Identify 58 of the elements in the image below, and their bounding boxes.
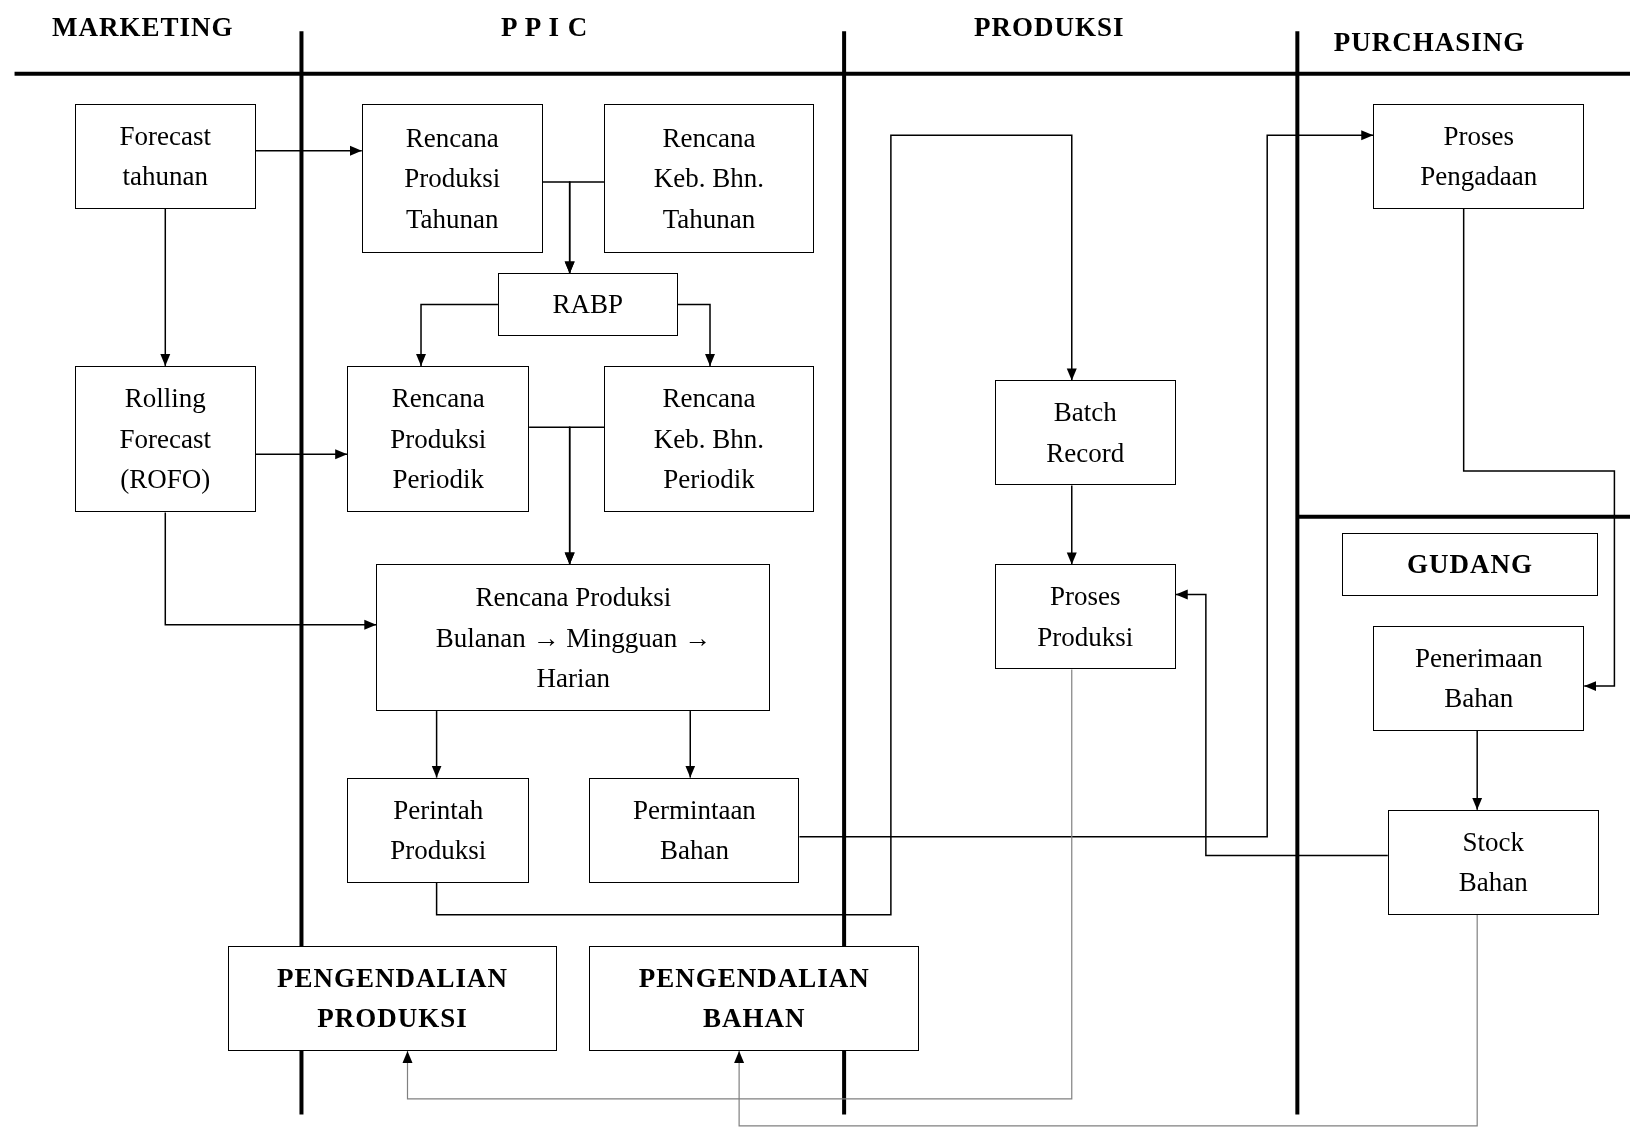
process-box (347, 777, 530, 883)
connector-arrow (435, 134, 1077, 916)
box-label: Rencana Produksi Tahunan (403, 121, 502, 236)
connector-arrow (1472, 730, 1483, 811)
process-box (361, 103, 543, 253)
box-label: GUDANG (1406, 548, 1533, 582)
process-box (994, 380, 1176, 486)
process-box (603, 365, 814, 513)
lane-heading: MARKETING (51, 12, 234, 44)
box-label: Proses Produksi (1036, 580, 1135, 654)
connector-arrow (564, 426, 605, 566)
lane-heading: P P I C (501, 12, 589, 44)
process-box (497, 273, 678, 336)
box-label: Rencana Produksi Periodik (389, 382, 488, 497)
connector-arrow (685, 710, 696, 779)
connector-arrow (798, 130, 1374, 838)
box-label: Permintaan Bahan (631, 793, 757, 868)
process-box (376, 564, 771, 712)
connector-arrow (1174, 589, 1389, 857)
box-label: RABP (552, 288, 624, 322)
process-box (603, 103, 814, 253)
connector-arrow (255, 449, 348, 460)
box-label: Stock Bahan (1457, 825, 1529, 900)
box-label: PENGENDALIAN BAHAN (637, 961, 871, 1036)
process-box (1373, 103, 1585, 209)
process-box (1373, 625, 1585, 731)
connector-arrow (564, 181, 605, 275)
heading-box (589, 945, 919, 1051)
heading-box (1342, 533, 1598, 596)
box-label: Rolling Forecast (ROFO) (118, 382, 212, 497)
connector-arrow (402, 668, 1073, 1100)
box-label: Penerimaan Bahan (1414, 641, 1544, 716)
connector-arrow (164, 511, 378, 630)
connector-arrow (1066, 484, 1077, 566)
lane-heading: PRODUKSI (974, 12, 1125, 44)
connector-arrow (255, 145, 363, 156)
box-label: Rencana Produksi Bulanan → Mingguan → Harian (434, 581, 712, 695)
process-box (1387, 809, 1599, 915)
process-box (74, 365, 256, 513)
box-label: Forecast tahunan (118, 119, 212, 194)
lane-heading: PURCHASING (1333, 27, 1526, 58)
connector-arrow (734, 914, 1478, 1127)
process-box (74, 103, 256, 209)
process-box (589, 777, 800, 883)
connector-arrow (160, 208, 171, 367)
heading-box (227, 945, 558, 1051)
box-label: PENGENDALIAN PRODUKSI (275, 961, 509, 1036)
connector-arrow (431, 710, 442, 779)
box-label: Perintah Produksi (389, 793, 488, 868)
connector-arrow (416, 303, 499, 367)
connector-arrow (677, 303, 715, 367)
process-box (347, 365, 530, 513)
connector-arrow (1462, 208, 1616, 692)
box-label: Batch Record (1045, 396, 1126, 470)
box-label: Rencana Keb. Bhn. Tahunan (652, 121, 766, 236)
box-label: Proses Pengadaan (1419, 119, 1539, 194)
box-label: Rencana Keb. Bhn. Periodik (652, 382, 766, 497)
process-box (994, 564, 1176, 670)
